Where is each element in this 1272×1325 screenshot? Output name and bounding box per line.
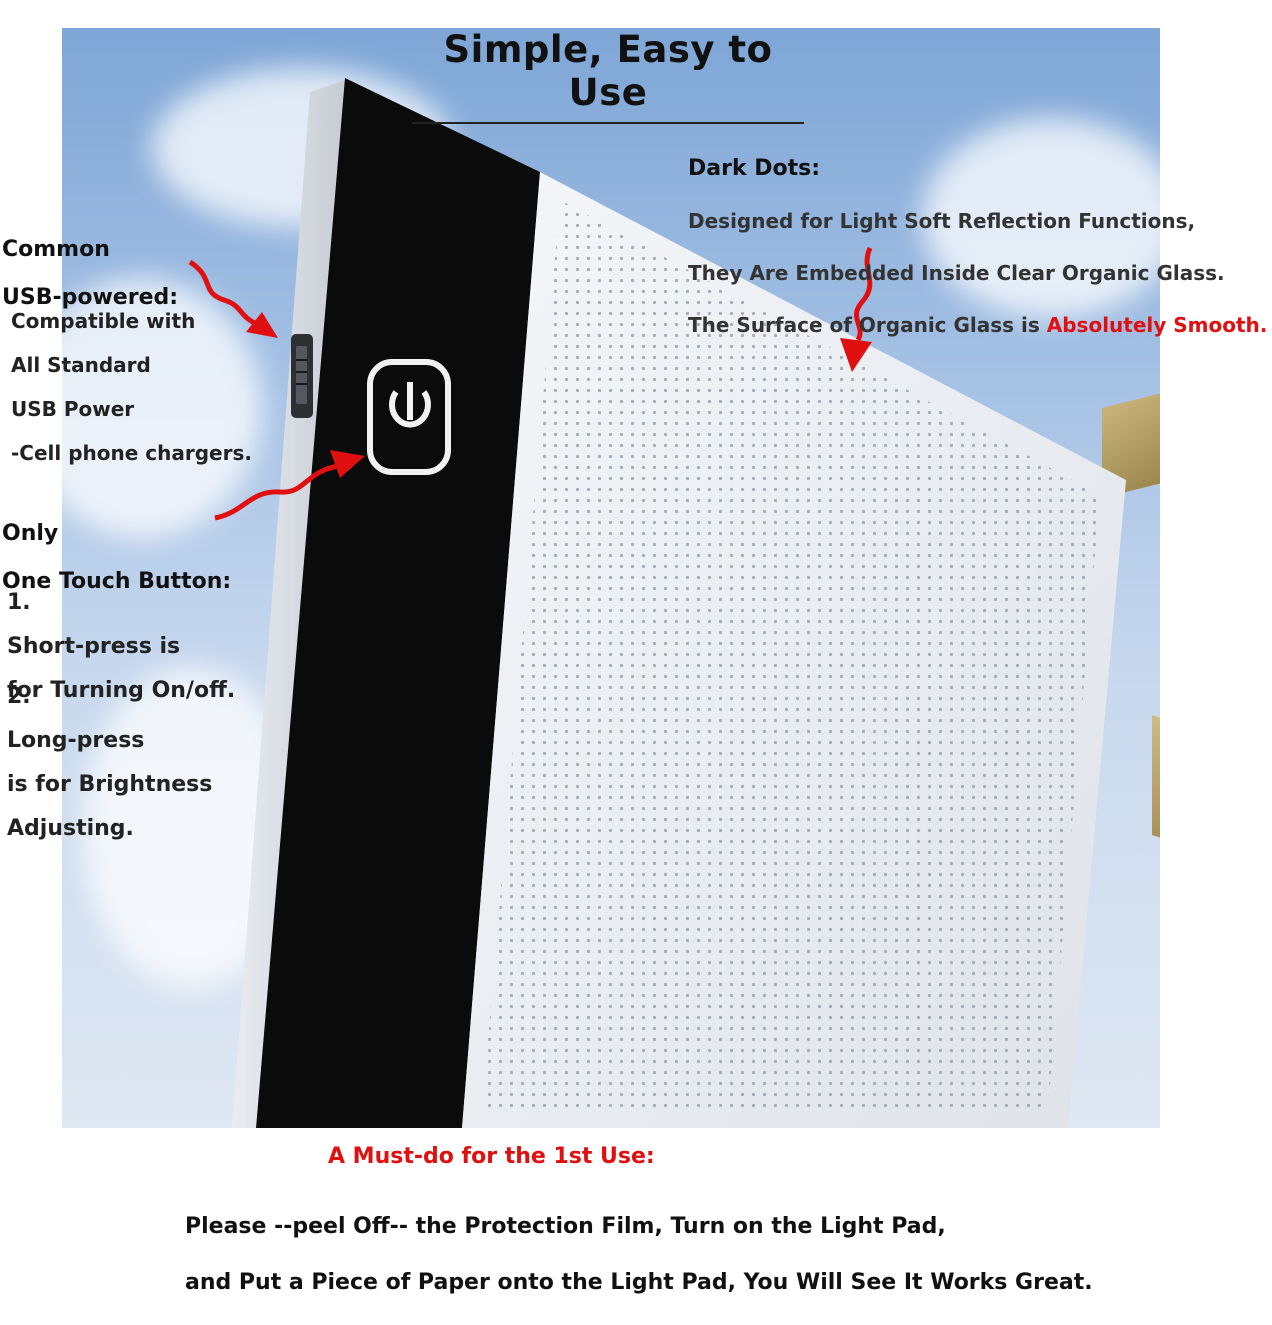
instruction-line: Please --peel Off-- the Protection Film,…	[185, 1214, 946, 1239]
usb-description: Compatible with All Standard USB Power -…	[11, 288, 252, 486]
arrow-to-usb-icon	[188, 259, 278, 338]
annotation-arrows	[188, 246, 873, 521]
list-item-line: Adjusting.	[7, 816, 134, 841]
button-heading-line: Only	[2, 521, 59, 546]
list-item-line: for Turning On/off.	[7, 678, 236, 703]
button-short-press: 1. Short-press is for Turning On/off.	[7, 570, 235, 724]
list-number: 1.	[7, 590, 31, 615]
usb-heading-line: USB-powered:	[2, 285, 179, 310]
usb-port-icon	[291, 334, 313, 418]
dots-heading: Dark Dots:	[688, 156, 821, 181]
button-heading-line: One Touch Button:	[2, 569, 232, 594]
usb-heading-line: Common	[2, 237, 110, 262]
list-number: 2.	[7, 684, 31, 709]
cloud	[62, 278, 262, 538]
usb-description-line: -Cell phone chargers.	[11, 441, 252, 465]
dark-dots-pattern	[482, 200, 1100, 1110]
usb-description-line: All Standard	[11, 353, 151, 377]
list-item-line: is for Brightness	[7, 772, 213, 797]
instruction-line: and Put a Piece of Paper onto the Light …	[185, 1270, 1093, 1295]
first-use-heading: A Must-do for the 1st Use:	[328, 1144, 655, 1169]
pad-side-edge	[232, 80, 345, 1128]
dots-annotation: Dark Dots: Designed for Light Soft Refle…	[688, 130, 1267, 364]
dots-line: Designed for Light Soft Reflection Funct…	[688, 209, 1196, 233]
light-pad-illustration	[232, 78, 1126, 1128]
first-use-instructions: Please --peel Off-- the Protection Film,…	[185, 1185, 1093, 1325]
power-button-icon[interactable]	[367, 359, 451, 475]
cloud	[922, 118, 1160, 318]
usb-heading: Common USB-powered:	[2, 214, 178, 334]
button-long-press: 2. Long-press is for Brightness Adjustin…	[7, 664, 212, 862]
list-item-line: Long-press	[7, 728, 145, 753]
black-control-strip	[256, 78, 540, 1128]
button-heading: Only One Touch Button:	[2, 498, 231, 618]
arrow-to-dots-icon	[840, 246, 873, 372]
list-item-line: Short-press is	[7, 634, 181, 659]
dots-line: They Are Embedded Inside Clear Organic G…	[688, 261, 1225, 285]
usb-description-line: USB Power	[11, 397, 135, 421]
usb-description-line: Compatible with	[11, 309, 196, 333]
page-title: Simple, Easy to Use	[412, 28, 804, 124]
dots-line-text: The Surface of Organic Glass is	[688, 313, 1047, 337]
dots-line: The Surface of Organic Glass is Absolute…	[688, 312, 1267, 338]
dots-highlight: Absolutely Smooth.	[1046, 313, 1268, 337]
arrow-to-button-icon	[214, 450, 365, 521]
